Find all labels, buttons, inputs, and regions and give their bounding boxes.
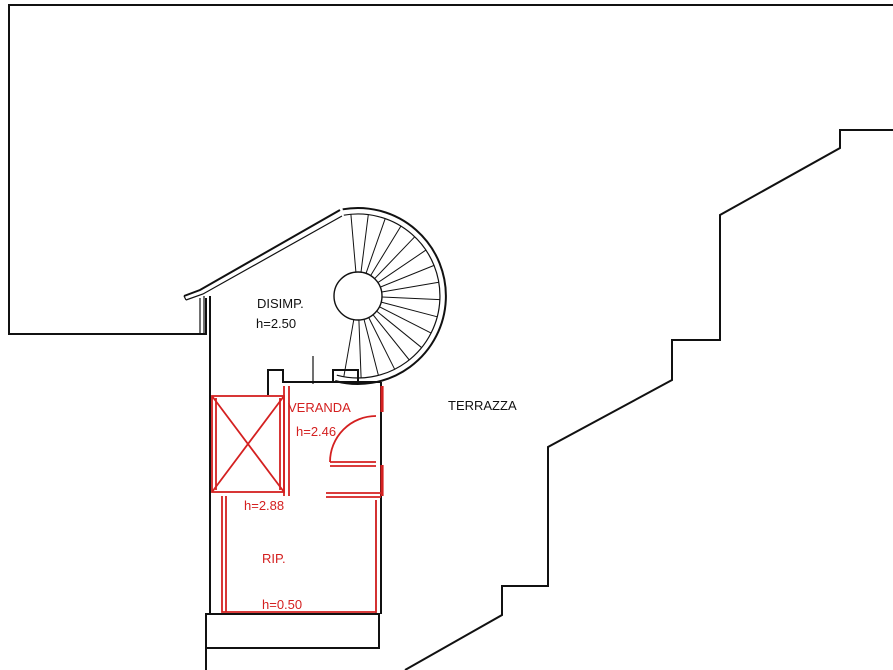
spiral-tread <box>350 214 357 273</box>
building-outline-wall <box>8 4 893 335</box>
rip-outline <box>221 496 377 613</box>
disimp-height: h=2.50 <box>256 316 296 331</box>
terrace-stepped-edge <box>404 129 893 670</box>
veranda-top-wall-left <box>267 369 381 395</box>
stair-enclosure-wall <box>183 209 341 297</box>
veranda-height: h=2.46 <box>296 424 336 439</box>
stair-enclosure-wall-inner <box>185 215 343 301</box>
rip-height-bottom: h=0.50 <box>262 597 302 612</box>
bottom-wall-block <box>205 613 380 649</box>
veranda-top-wall-right <box>332 369 359 382</box>
spiral-tread <box>381 301 438 318</box>
shaft-cross-2 <box>211 395 285 493</box>
stair-enclosure-end <box>183 295 187 301</box>
spiral-tread <box>363 319 379 376</box>
rip-label: RIP. <box>262 551 286 566</box>
spiral-tread <box>360 214 369 273</box>
spiral-center-post <box>333 271 383 321</box>
spiral-tread <box>368 317 396 370</box>
spiral-tread <box>372 314 410 361</box>
spiral-staircase <box>333 206 447 385</box>
spiral-tread <box>365 218 386 274</box>
door-swing-arc <box>329 415 377 463</box>
spiral-tread <box>380 264 435 288</box>
spiral-tread <box>358 319 362 378</box>
disimp-label: DISIMP. <box>257 296 304 311</box>
spiral-tread <box>376 310 423 349</box>
spiral-tread <box>381 296 440 301</box>
spiral-outer-wall <box>334 206 447 385</box>
spiral-tread <box>379 306 432 334</box>
spiral-tread <box>374 236 416 280</box>
spiral-tread <box>343 319 355 377</box>
spiral-tread <box>370 225 402 276</box>
spiral-tread <box>381 281 439 293</box>
terrazza-label: TERRAZZA <box>448 398 517 413</box>
rip-height-top: h=2.88 <box>244 498 284 513</box>
veranda-label: VERANDA <box>288 400 351 415</box>
spiral-tread <box>377 249 427 284</box>
